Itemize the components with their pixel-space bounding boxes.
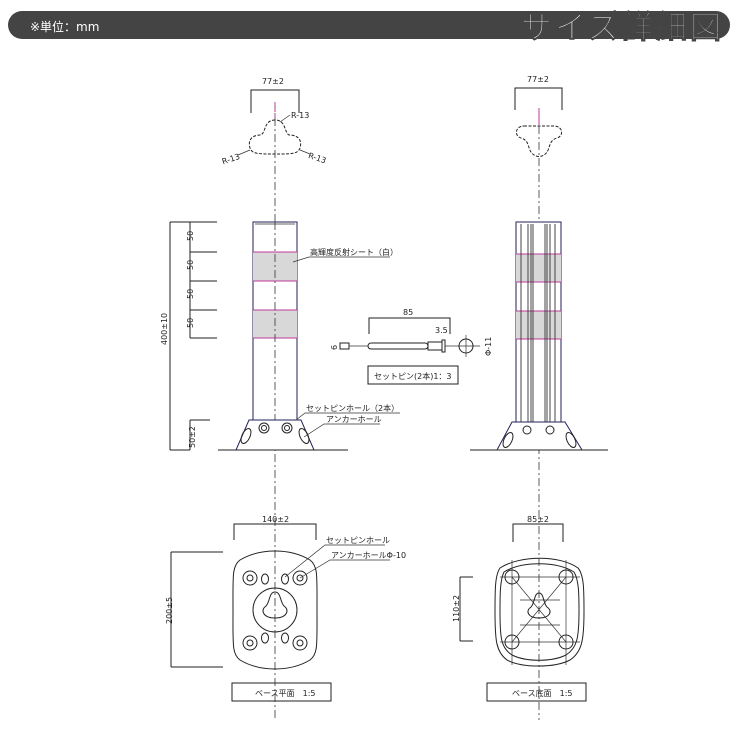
pin-length-label: 85 — [403, 308, 413, 317]
pin-head-label: 3.5 — [435, 326, 448, 335]
base-plan-width-label: 140±2 — [262, 515, 289, 524]
set-pin-hole-label: セットピンホール（2本） — [306, 403, 399, 413]
header-bar — [8, 11, 730, 39]
base-plan-view: 140±2 200±5 セットピンホール アンカーホールΦ-10 ベース平面 1… — [165, 515, 406, 702]
base-plan-caption: ベース平面 1:5 — [255, 689, 315, 698]
radius-left-label: R-13 — [221, 152, 241, 166]
front-view: 50 50 50 50 400±10 50±2 高輝度反射シート（白） セットピ… — [160, 221, 400, 451]
pin-diameter-label: 6 — [330, 345, 339, 350]
radius-top-label: R-13 — [291, 111, 309, 120]
top-view-width-label: 77±2 — [262, 77, 284, 86]
anchor-hole-label: アンカーホール — [326, 415, 382, 424]
pin-head-diameter-label: Φ-11 — [484, 337, 493, 356]
radius-right-label: R-13 — [307, 151, 327, 165]
base-plan-set-pin-hole-label: セットピンホール — [326, 536, 390, 545]
base-bottom-height-label: 110±2 — [452, 595, 461, 622]
unit-label: ※単位：mm — [30, 20, 100, 34]
base-bottom-view: 85±2 110±2 ベース底面 1:5 — [452, 515, 587, 702]
segment-label: 50 — [186, 231, 195, 241]
side-view-width-label: 77±2 — [527, 75, 549, 84]
side-view: 77±2 — [470, 75, 608, 720]
reflective-sheet-label: 高輝度反射シート（白） — [310, 247, 398, 257]
page-title: サイズ詳細図 — [520, 10, 724, 47]
base-bottom-caption: ベース底面 1:5 — [512, 688, 572, 698]
set-pin-drawing: 85 3.5 6 Φ-11 セットピン(2本)1：3 — [330, 308, 493, 385]
base-plan-height-label: 200±5 — [165, 597, 174, 624]
segment-label: 50 — [186, 318, 195, 328]
top-view: 77±2 R-13 R-13 R-13 — [221, 77, 327, 166]
height-label: 400±10 — [160, 313, 169, 345]
segment-label: 50 — [186, 289, 195, 299]
base-height-label: 50±2 — [188, 426, 197, 448]
base-plan-anchor-hole-label: アンカーホールΦ-10 — [331, 551, 406, 560]
segment-label: 50 — [186, 260, 195, 270]
base-bottom-width-label: 85±2 — [527, 515, 549, 524]
set-pin-caption: セットピン(2本)1：3 — [374, 371, 452, 381]
